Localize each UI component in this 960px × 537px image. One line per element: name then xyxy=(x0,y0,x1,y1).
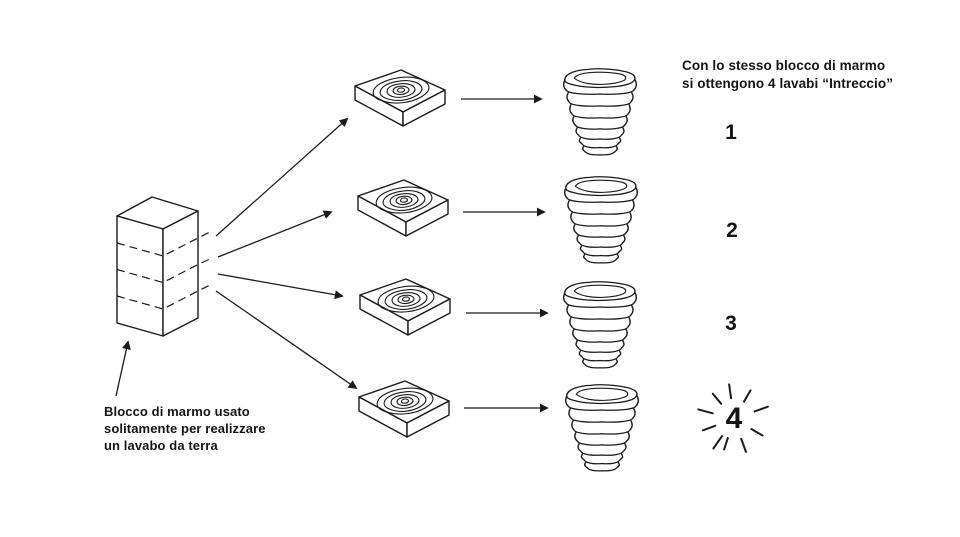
slab-1 xyxy=(354,69,446,127)
lavabo-number-3: 3 xyxy=(725,312,737,335)
lavabo-number-1: 1 xyxy=(725,121,737,144)
row-arrows xyxy=(461,94,549,413)
basin-4 xyxy=(564,384,640,472)
block-caption: Blocco di marmo usato solitamente per re… xyxy=(104,403,266,454)
note-line-2: si ottengono 4 lavabi “Intreccio” xyxy=(682,76,894,91)
caption-line-2: solitamente per realizzare xyxy=(104,421,266,436)
arrow-block-to-slab-2 xyxy=(217,210,333,258)
basin-2 xyxy=(563,176,639,264)
marble-block xyxy=(116,196,213,337)
slab-4 xyxy=(358,380,450,438)
fan-arrows xyxy=(215,117,358,390)
arrow-block-to-slab-3 xyxy=(217,273,344,300)
basin-3 xyxy=(562,281,638,369)
slab-3 xyxy=(359,278,451,336)
basin-1 xyxy=(562,68,638,156)
arrow-block-to-slab-4 xyxy=(215,290,358,390)
lavabo-number-4: 4 xyxy=(725,402,743,435)
caption-arrow xyxy=(115,340,131,397)
slice-lines xyxy=(116,230,213,310)
slab-2 xyxy=(357,179,449,237)
diagram-note: Con lo stesso blocco di marmo si ottengo… xyxy=(682,57,893,93)
arrow-block-to-slab-1 xyxy=(215,117,349,237)
caption-line-1: Blocco di marmo usato xyxy=(104,404,250,419)
emphasis-burst xyxy=(697,383,769,453)
caption-line-3: un lavabo da terra xyxy=(104,438,218,453)
lavabo-number-2: 2 xyxy=(726,219,738,242)
note-line-1: Con lo stesso blocco di marmo xyxy=(682,58,886,73)
